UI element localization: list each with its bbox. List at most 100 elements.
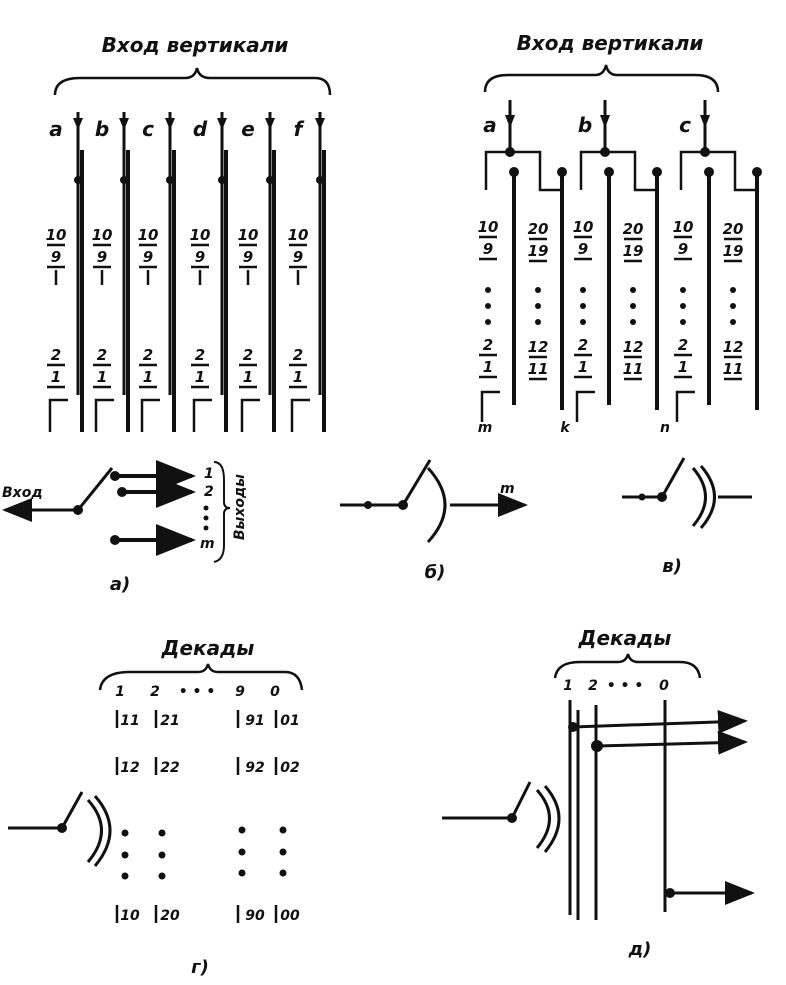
panel-v-symbol: в) [622,457,752,577]
panel-a-outputs-group-label: Выходы [232,474,248,540]
panel-a-contact-top-b-numerator: 10 [92,226,113,244]
panel-v-contact-arc-1 [691,467,707,527]
panel-a-foot-e [240,398,260,432]
panel-b-contact-upper-left-a-denominator: 9 [483,240,493,258]
panel-b-dot-right-c-1 [730,303,736,309]
panel-g-cell-1-3: 02 [280,760,299,776]
panel-a-output-label-1: 1 [204,466,214,482]
panel-a-input-arrow-b [119,118,129,130]
panel-b-caption: б) [425,562,446,583]
panel-d-brace [553,653,702,679]
panel-a-symbol: Вход 1 2 m Выходы а) [2,460,248,595]
panel-a-caption: а) [110,574,130,595]
panel-g-cell-2-0: 10 [120,908,140,924]
panel-a-column-label-b: b [95,117,109,141]
panel-a-contact-top-f-numerator: 10 [288,226,309,244]
panel-a-contact-top-f-denominator: 9 [293,248,303,266]
panel-b-left-node-c [704,167,714,177]
panel-d-decade-0: 0 [659,678,669,694]
panel-g-contact-arc-2 [93,795,112,867]
panel-a-contact-top-c-numerator: 10 [138,226,159,244]
panel-a-column-label-f: f [294,117,305,141]
panel-g-decade-3: 9 [235,684,245,700]
panel-a-contact-top-a-numerator: 10 [46,226,67,244]
panel-d-output-1 [572,709,748,734]
panel-a-contact-bottom-a-numerator: 2 [51,346,61,364]
panel-a-contact-bottom-c: 21 [139,346,157,389]
panel-d-output-2 [596,730,748,755]
panel-g-cell-2-2: 90 [245,908,265,924]
panel-a-input-label: Вход [2,485,43,501]
panel-b-bottom-mark-2: n [660,420,670,436]
panel-d-switch [442,781,561,853]
panel-b-dot-left-b-2 [580,319,586,325]
panel-b-contact-upper-right-a-numerator: 20 [528,220,549,238]
panel-a-contact-bottom-d-numerator: 2 [195,346,205,364]
panel-a-contact-top-d: 109 [190,226,210,269]
panel-g-cell-1-0: 12 [120,760,139,776]
panel-a-contact-top-a: 109 [46,226,67,269]
panel-b-input-arrow-c [700,115,710,128]
panel-a-contact-bottom-e-denominator: 1 [243,368,253,386]
panel-a-contact-bottom-a: 21 [47,346,65,389]
panel-b-branch-c [679,150,757,192]
panel-a-contact-bottom-e-numerator: 2 [243,346,253,364]
panel-a-contact-top-b-denominator: 9 [97,248,107,266]
panel-b-dot-right-a-2 [535,319,541,325]
panel-b-contact-upper-left-c-numerator: 10 [673,218,694,236]
panel-b-dot-right-b-0 [630,287,636,293]
panel-a-contact-bottom-b-numerator: 2 [97,346,107,364]
panel-b-dot-right-a-0 [535,287,541,293]
panel-b-left-node-b [604,167,614,177]
panel-d-verticals [568,700,667,920]
panel-a-output-brace [213,461,231,563]
panel-d-contact-arc-2 [543,785,561,853]
panel-g-cell-2-3: 00 [280,908,300,924]
panel-d-caption: д) [628,939,652,960]
panel-b-foot-b [575,390,595,422]
panel-b-brace [483,64,720,93]
panel-b-dot-right-b-1 [630,303,636,309]
panel-a-contact-top-e-denominator: 9 [243,248,253,266]
panel-b-contact-upper-right-c-numerator: 20 [723,220,744,238]
panel-b-dot-left-c-1 [680,303,686,309]
panel-g-caption: г) [191,957,209,978]
panel-g-cell-2-1: 20 [160,908,180,924]
panel-b-dot-left-c-2 [680,319,686,325]
panel-a-output-2 [117,476,196,508]
panel-g-dots [121,826,287,880]
panel-b-dot-left-a-0 [485,287,491,293]
panel-b-contact-lower-left-b-numerator: 2 [578,336,588,354]
panel-d-decade-2: 2 [588,678,598,694]
panel-g-cell-0-2: 91 [245,713,264,729]
panel-b-contact-upper-left-b-denominator: 9 [578,240,588,258]
panel-a-contact-bottom-c-numerator: 2 [143,346,153,364]
panel-b-contact-lower-right-c-numerator: 12 [723,338,744,356]
panel-g-cell-1-2: 92 [245,760,264,776]
panel-a-contact-bottom-f-denominator: 1 [293,368,303,386]
panel-a-title: Вход вертикали [102,33,289,57]
panel-a-contact-top-d-denominator: 9 [195,248,205,266]
panel-a-contact-top-a-denominator: 9 [51,248,61,266]
panel-g-cell-0-0: 11 [120,713,139,729]
panel-b-contact-lower-right-a-numerator: 12 [528,338,549,356]
panel-d-decade-switch: Декады 1 2 • • • 0 д) [442,626,755,960]
panel-a-contact-bottom-c-denominator: 1 [143,368,153,386]
panel-b-contact-upper-right-c-denominator: 19 [723,242,744,260]
panel-b-symbol: m б) [340,459,528,583]
panel-b-contact-lower-right-b-numerator: 12 [623,338,644,356]
panel-a-foot-a [48,398,68,432]
panel-b-dot-left-a-1 [485,303,491,309]
panel-a-contact-bottom-d-denominator: 1 [195,368,205,386]
